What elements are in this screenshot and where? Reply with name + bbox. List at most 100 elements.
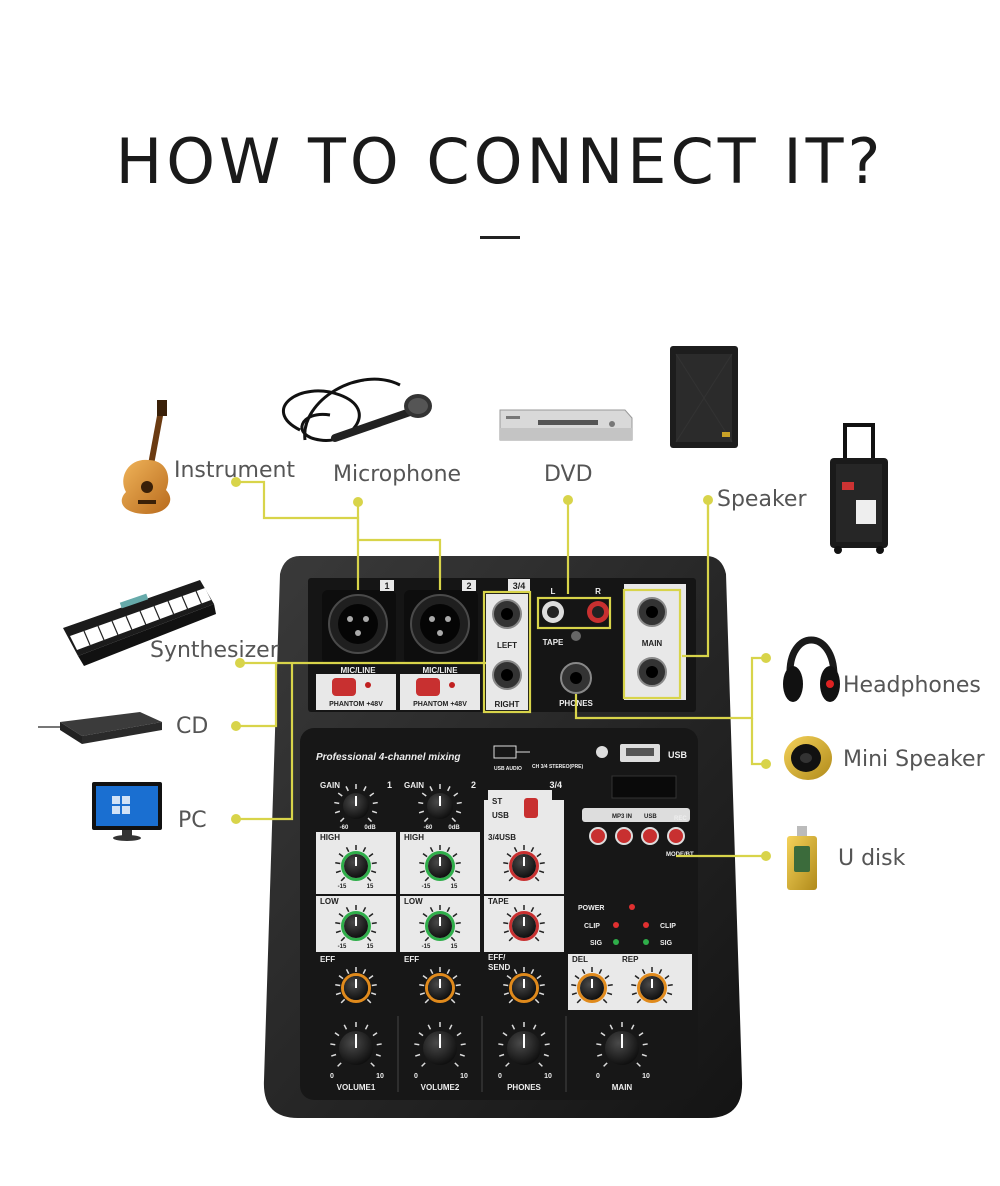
microphone-icon [282, 377, 432, 442]
line-input-right-jack[interactable] [486, 654, 528, 710]
clip-led-left [613, 922, 619, 928]
gain-label-2: GAIN [404, 781, 424, 790]
gain-max-label-2: 0dB [448, 825, 460, 831]
bluetooth-icon [596, 746, 608, 758]
volume2-label: VOLUME2 [421, 1083, 460, 1092]
prev-button[interactable] [615, 827, 633, 845]
delay-knob[interactable] [571, 967, 613, 1004]
connection-line [236, 663, 278, 728]
eff-label-1: EFF [320, 955, 335, 964]
label-u-disk: U disk [838, 846, 906, 871]
volume-range-label: 10 [544, 1073, 552, 1080]
ch1-number: 1 [384, 581, 389, 591]
phones-jack[interactable] [560, 662, 592, 694]
brand-line: Professional 4-channel mixing [316, 752, 460, 763]
tape-rca-right[interactable] [587, 601, 609, 623]
low-label-1: LOW [320, 897, 339, 906]
volume-range-label: 10 [642, 1073, 650, 1080]
mode-bt-button[interactable] [667, 827, 685, 845]
eq-range-label: 15 [451, 884, 458, 890]
tape-knob-label: TAPE [488, 897, 509, 906]
ch2-number: 2 [466, 581, 471, 591]
connection-dot [761, 653, 771, 663]
phantom-switch-1[interactable] [316, 674, 396, 710]
phones-volume-knob[interactable] [498, 1022, 550, 1067]
gain-max-label-1: 0dB [364, 825, 376, 831]
rec-label: REC [674, 816, 687, 822]
line-input-left-jack[interactable] [486, 594, 528, 654]
main-output-jacks[interactable] [624, 584, 686, 700]
tape-l-label: L [551, 587, 556, 596]
eq-range-label: 15 [451, 944, 458, 950]
ch34-strip-number: 3/4 [549, 780, 562, 790]
high-knob-1[interactable] [335, 845, 377, 882]
next-button[interactable] [641, 827, 659, 845]
trolley-speaker-icon [830, 423, 888, 554]
eff-knob-2[interactable] [419, 967, 461, 1004]
label-instrument: Instrument [174, 458, 296, 483]
volume2-knob[interactable] [414, 1022, 466, 1067]
mini-speaker-icon [784, 736, 832, 780]
low-knob-2[interactable] [419, 905, 461, 942]
play-pause-button[interactable] [589, 827, 607, 845]
label-microphone: Microphone [333, 462, 462, 487]
connection-dot [231, 721, 241, 731]
gain-knob-2[interactable] [418, 784, 462, 823]
gain-min-label-2: -60 [424, 825, 433, 831]
gain-min-label-1: -60 [340, 825, 349, 831]
eff-send-knob[interactable] [503, 967, 545, 1004]
title-underline [480, 236, 520, 239]
label-mini-speaker: Mini Speaker [843, 747, 985, 772]
label-pc: PC [178, 808, 207, 833]
tape-knob[interactable] [503, 905, 545, 942]
jack-highlight-box [482, 590, 532, 714]
connection-line [236, 663, 294, 821]
repeat-knob[interactable] [631, 967, 673, 1004]
connection-line [236, 480, 360, 590]
label-cd: CD [176, 714, 209, 739]
main-volume-knob[interactable] [596, 1022, 648, 1067]
usb-port-label: USB [668, 750, 688, 760]
xlr-input-2[interactable] [404, 580, 478, 664]
eq-range-label: -15 [422, 884, 431, 890]
high-label-1: HIGH [320, 833, 340, 842]
ch2-strip-number: 2 [471, 780, 476, 790]
connection-line [356, 502, 442, 590]
high-label-2: HIGH [404, 833, 424, 842]
usb34-knob[interactable] [503, 845, 545, 882]
guitar-icon [121, 400, 171, 514]
stereo-label: CH 3/4 STEREO(PRE) [532, 764, 583, 770]
xlr-input-1[interactable] [322, 580, 396, 664]
eq-range-label: -15 [338, 884, 347, 890]
connection-line [682, 500, 710, 658]
eff-knob-1[interactable] [335, 967, 377, 1004]
volume-range-label: 0 [498, 1073, 502, 1080]
usb-audio-icon [493, 745, 530, 759]
eq-range-label: 15 [367, 944, 374, 950]
volume1-label: VOLUME1 [337, 1083, 376, 1092]
low-label-2: LOW [404, 897, 423, 906]
gain-knob-1[interactable] [334, 784, 378, 823]
st-label: ST [492, 797, 502, 806]
page-title: HOW TO CONNECT IT? [115, 125, 885, 198]
st-usb-switch[interactable] [488, 790, 552, 824]
jack-highlight-box [622, 588, 682, 700]
connection-dot [761, 851, 771, 861]
connection-dot [231, 477, 241, 487]
phantom-switch-2[interactable] [400, 674, 480, 710]
volume1-knob[interactable] [330, 1022, 382, 1067]
connection-dot [231, 814, 241, 824]
dvd-player-icon [499, 409, 633, 441]
label-headphones: Headphones [843, 673, 981, 698]
eff-label-2: EFF [404, 955, 419, 964]
st-usb-toggle[interactable] [524, 798, 538, 818]
low-knob-1[interactable] [335, 905, 377, 942]
tape-rca-left[interactable] [542, 601, 564, 623]
volume-range-label: 10 [376, 1073, 384, 1080]
connection-dot [563, 495, 573, 505]
eff-send-label-line1: EFF/ [488, 953, 506, 962]
sig-led-left [613, 939, 619, 945]
volume-range-label: 0 [414, 1073, 418, 1080]
high-knob-2[interactable] [419, 845, 461, 882]
